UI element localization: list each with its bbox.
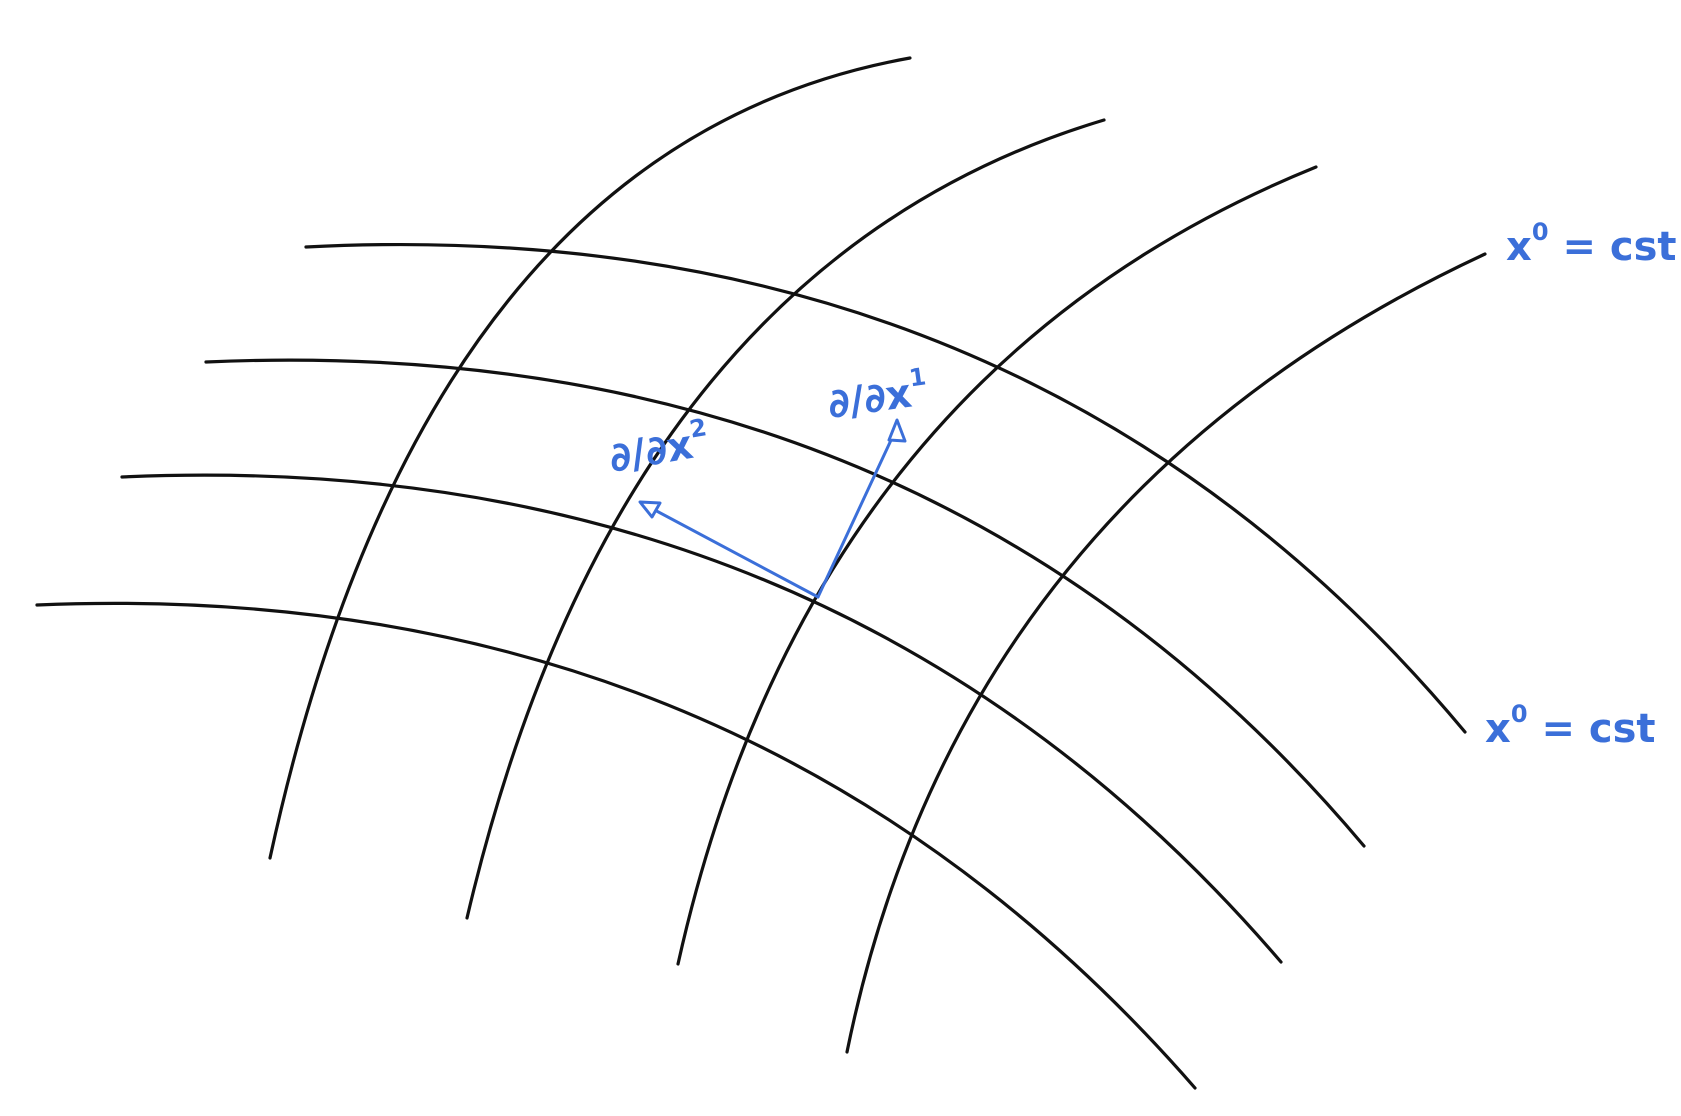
grid-line-b3	[120, 473, 1283, 964]
grid-line-a2	[465, 118, 1106, 920]
coordinate-lines-family-b	[35, 243, 1467, 1090]
grid-line-b1	[304, 243, 1467, 734]
grid-line-b2	[204, 358, 1366, 848]
vector-x1-arrowhead	[887, 418, 907, 443]
label-level-bottom: x0 = cst	[1485, 700, 1656, 752]
coordinate-lines-family-a	[268, 56, 1487, 1054]
vector-x2-arrowhead	[638, 500, 662, 519]
annotations: ∂/∂x1 ∂/∂x2 x0 = cst x0 = cst	[605, 218, 1677, 752]
vector-x1-shaft	[816, 436, 894, 599]
label-partial-x2: ∂/∂x2	[605, 413, 713, 482]
grid-line-a1	[268, 56, 912, 860]
vector-x2-shaft	[649, 506, 820, 599]
grid-line-b4	[35, 601, 1197, 1090]
grid-line-a3	[676, 165, 1318, 966]
label-partial-x1: ∂/∂x1	[824, 362, 931, 428]
tangent-vectors	[638, 418, 907, 599]
label-level-top: x0 = cst	[1506, 218, 1677, 270]
